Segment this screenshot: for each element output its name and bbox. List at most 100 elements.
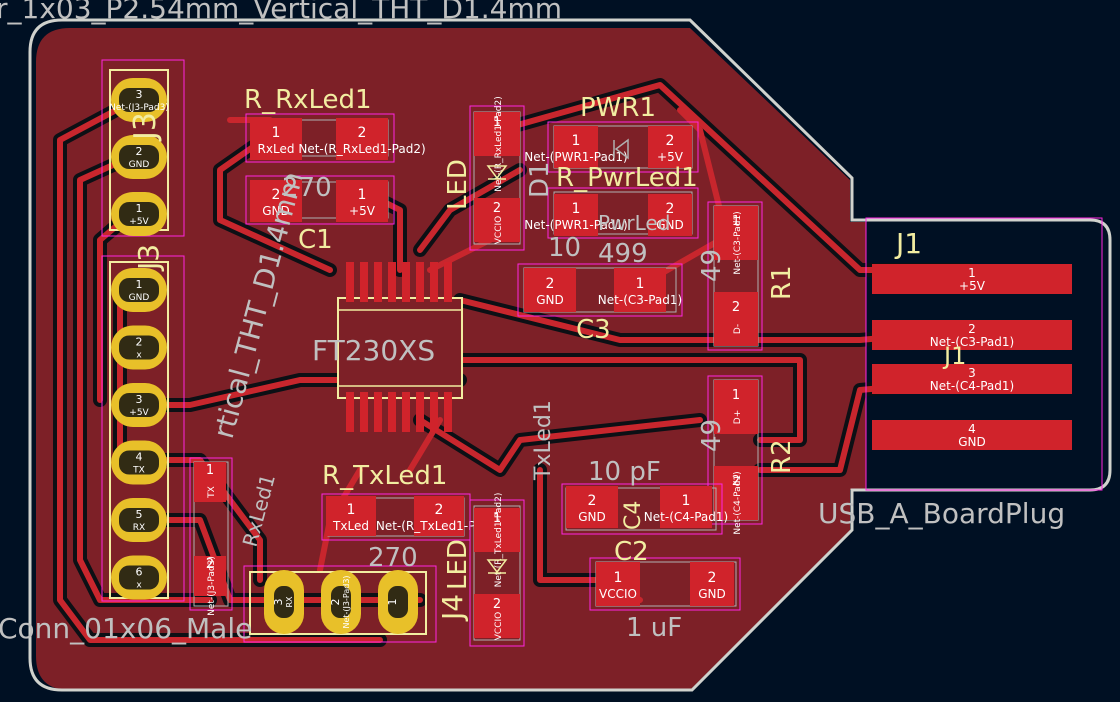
chip-pin-bottom <box>388 392 396 432</box>
pad-net-name: GND <box>958 435 986 449</box>
pad-net-name: +5V <box>349 204 376 218</box>
pad-number: 1 <box>386 599 399 606</box>
smd-pad-r2_1[interactable]: 1D+ <box>714 380 758 434</box>
part-courtyard <box>245 175 395 225</box>
pad-net-name: Net-(C4-Pad1) <box>733 471 743 534</box>
smd-pad-shape <box>648 126 692 168</box>
j3-pad-1[interactable]: 1+5V <box>111 192 167 236</box>
led-diode-icon <box>486 559 508 574</box>
j2-pad-6[interactable]: 6x <box>111 555 167 600</box>
smd-pad-shape <box>474 594 520 638</box>
c4-ref-label: C4 <box>621 501 646 530</box>
smd-pad-c1_1[interactable]: 1+5V <box>336 180 388 222</box>
pad-hole <box>331 586 351 618</box>
r1-ref-label: R1 <box>767 265 797 300</box>
part-courtyard <box>547 121 699 173</box>
pad-net-name: D+ <box>733 410 743 424</box>
part-courtyard <box>517 263 683 317</box>
rpwr-ref-label: R_PwrLed1 <box>556 163 698 193</box>
usb-pad-shape <box>872 420 1072 450</box>
part-courtyard <box>189 457 233 611</box>
pad-number: 1 <box>206 463 214 478</box>
pad-number: 2 <box>206 557 214 572</box>
pad-number: 3 <box>136 393 143 406</box>
pad-number: 2 <box>708 570 717 586</box>
pad-number: 1 <box>968 266 976 280</box>
smd-pad-shape <box>326 496 376 536</box>
j2-value-label: Conn_01x06_Male <box>0 612 252 645</box>
smd-pad-pwr_2[interactable]: 2+5V <box>648 126 692 168</box>
pad-number: 1 <box>272 125 281 141</box>
usb-pad-1[interactable]: 1+5V <box>872 264 1072 294</box>
j4-pad-1[interactable]: 1 <box>378 570 418 634</box>
pad-net-name: +5V <box>129 408 149 418</box>
chip-pin-bottom <box>374 392 382 432</box>
txled-ref-label: R_TxLed1 <box>322 461 447 491</box>
j2-pad-3[interactable]: 3+5V <box>111 383 167 427</box>
j2-pad-5[interactable]: 5RX <box>111 498 167 542</box>
smd-pad-shape <box>414 496 464 536</box>
smd-pad-rtx_1[interactable]: 1TX <box>194 462 226 502</box>
j2-pad-4[interactable]: 4TX <box>111 440 167 485</box>
pad-net-name: Net-(J3-Pad3) <box>207 556 217 616</box>
r2-ref-label: R2 <box>767 439 797 474</box>
pad-hole <box>119 450 159 475</box>
txled-value-label: 270 <box>368 543 418 573</box>
r49-value-label-2: 49 <box>697 419 727 452</box>
j2-pad-2[interactable]: 2x <box>111 325 167 370</box>
pad-hole <box>119 393 159 417</box>
smd-pad-r1_2[interactable]: 2D- <box>714 292 758 346</box>
led-diode-icon <box>486 165 508 180</box>
chip-pin-top <box>360 262 368 302</box>
j1-ref-label-2: J1 <box>942 342 966 370</box>
ft230xs-chip[interactable] <box>337 262 463 432</box>
